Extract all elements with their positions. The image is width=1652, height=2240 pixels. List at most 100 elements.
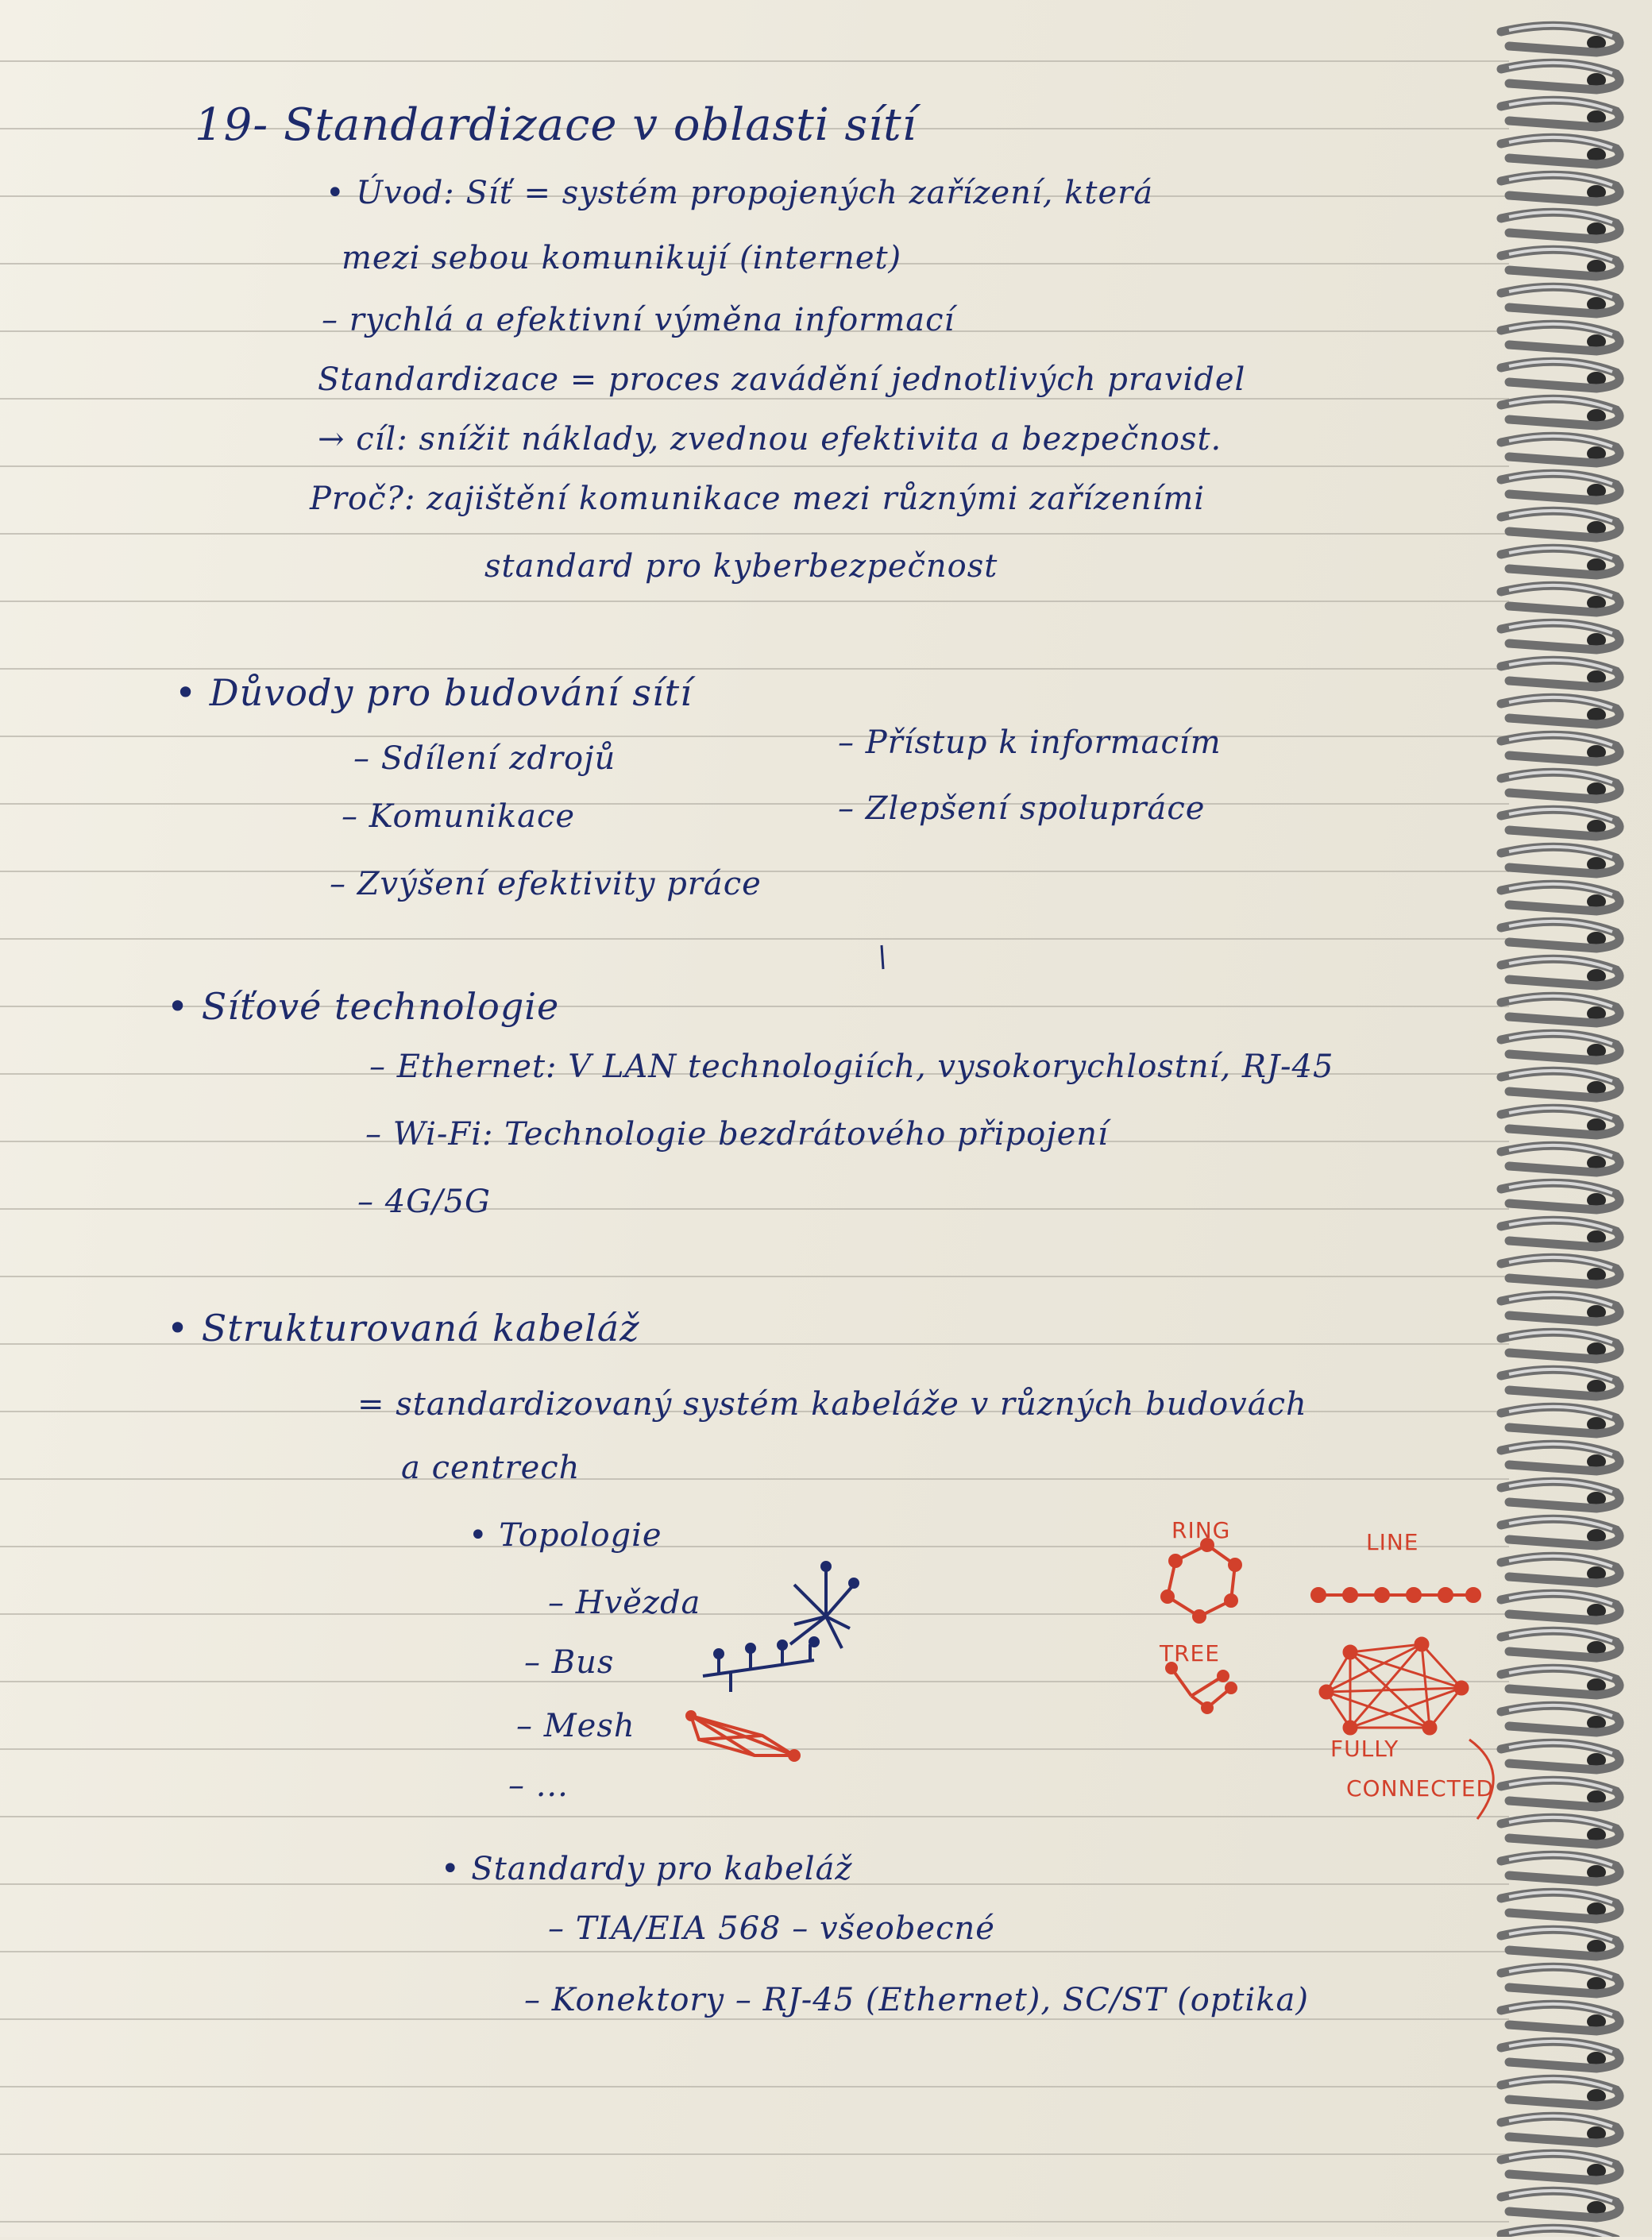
spiral-ring xyxy=(1496,245,1624,281)
spiral-ring xyxy=(1496,58,1624,95)
standards-item: – Konektory – RJ-45 (Ethernet), SC/ST (o… xyxy=(524,1982,1309,2018)
spiral-ring xyxy=(1496,543,1624,580)
intro-line-5: → cíl: snížit náklady, zvednou efektivit… xyxy=(318,421,1222,458)
spiral-ring xyxy=(1496,1477,1624,1513)
ruled-line xyxy=(0,938,1509,940)
ruled-line xyxy=(0,1411,1509,1412)
spiral-ring xyxy=(1496,991,1624,1028)
ruled-line xyxy=(0,2086,1509,2087)
ruled-line xyxy=(0,128,1509,129)
cabling-definition-1: = standardizovaný systém kabeláže v různ… xyxy=(357,1386,1307,1423)
spiral-ring xyxy=(1496,1253,1624,1289)
spiral-ring xyxy=(1496,655,1624,692)
spiral-ring xyxy=(1496,357,1624,393)
spiral-ring xyxy=(1496,693,1624,729)
standards-item: – TIA/EIA 568 – všeobecné xyxy=(548,1910,995,1947)
reason-item: – Přístup k informacím xyxy=(838,724,1222,761)
reason-item: – Komunikace xyxy=(342,798,576,835)
ruled-line xyxy=(0,871,1509,872)
reason-item: – Zvýšení efektivity práce xyxy=(330,866,762,902)
spiral-ring xyxy=(1496,1589,1624,1625)
ruled-line xyxy=(0,533,1509,535)
spiral-ring xyxy=(1496,1178,1624,1215)
ruled-line xyxy=(0,465,1509,467)
spiral-ring xyxy=(1496,1066,1624,1103)
spiral-ring xyxy=(1496,431,1624,468)
spiral-ring xyxy=(1496,319,1624,356)
spiral-ring xyxy=(1496,1701,1624,1737)
spiral-ring xyxy=(1496,133,1624,169)
intro-line-1: • Úvod: Síť = systém propojených zařízen… xyxy=(326,175,1154,211)
ruled-line xyxy=(0,601,1509,602)
cabling-definition-2: a centrech xyxy=(401,1450,581,1486)
spiral-ring xyxy=(1496,1738,1624,1775)
spiral-ring xyxy=(1496,2111,1624,2148)
spiral-ring xyxy=(1496,2186,1624,2223)
topology-heading: • Topologie xyxy=(469,1517,662,1554)
spiral-ring xyxy=(1496,95,1624,132)
reason-item: – Sdílení zdrojů xyxy=(353,740,616,777)
ruled-line xyxy=(0,1613,1509,1615)
spiral-ring xyxy=(1496,1887,1624,1924)
spiral-ring xyxy=(1496,618,1624,655)
spiral-ring xyxy=(1496,1402,1624,1439)
ruled-line xyxy=(0,1816,1509,1817)
spiral-ring xyxy=(1496,21,1624,57)
spiral-ring xyxy=(1496,2149,1624,2185)
spiral-ring xyxy=(1496,1850,1624,1887)
spiral-ring xyxy=(1496,1029,1624,1065)
spiral-ring xyxy=(1496,1290,1624,1327)
spiral-ring xyxy=(1496,1925,1624,1961)
ruled-line xyxy=(0,1681,1509,1682)
intro-line-2: mezi sebou komunikují (internet) xyxy=(342,240,902,276)
page-title: 19- Standardizace v oblasti sítí xyxy=(195,99,917,151)
ruled-line xyxy=(0,1883,1509,1885)
ruled-line xyxy=(0,2018,1509,2020)
spiral-ring xyxy=(1496,1327,1624,1364)
ruled-line xyxy=(0,1208,1509,1210)
topology-item-more: – ... xyxy=(508,1767,569,1804)
ruled-line xyxy=(0,1951,1509,1952)
spiral-ring xyxy=(1496,506,1624,543)
spiral-ring xyxy=(1496,730,1624,767)
ruled-line xyxy=(0,668,1509,670)
standards-heading: • Standardy pro kabeláž xyxy=(441,1851,853,1887)
spiral-ring xyxy=(1496,954,1624,991)
ruled-line xyxy=(0,1141,1509,1142)
technology-item: – Ethernet: V LAN technologiích, vysokor… xyxy=(369,1049,1334,1085)
spiral-binding xyxy=(1477,0,1652,2240)
spiral-ring xyxy=(1496,1439,1624,1476)
red-label-fully: FULLY xyxy=(1330,1736,1399,1762)
spiral-ring xyxy=(1496,207,1624,244)
spiral-ring xyxy=(1496,282,1624,319)
spiral-ring xyxy=(1496,1215,1624,1252)
cabling-heading: • Strukturovaná kabeláž xyxy=(167,1307,640,1350)
ruled-line xyxy=(0,330,1509,332)
red-label-tree: TREE xyxy=(1160,1640,1220,1666)
spiral-ring xyxy=(1496,1103,1624,1140)
reason-item: – Zlepšení spolupráce xyxy=(838,790,1206,827)
ruled-line xyxy=(0,1546,1509,1547)
spiral-ring xyxy=(1496,842,1624,879)
spiral-ring xyxy=(1496,879,1624,916)
red-label-connected: CONNECTED xyxy=(1346,1775,1495,1802)
spiral-ring xyxy=(1496,1514,1624,1551)
technology-item: – Wi-Fi: Technologie bezdrátového připoj… xyxy=(365,1116,1109,1153)
spiral-ring xyxy=(1496,2074,1624,2111)
ruled-line xyxy=(0,60,1509,62)
intro-line-7: standard pro kyberbezpečnost xyxy=(484,548,998,585)
topology-item-mesh: – Mesh xyxy=(516,1708,635,1744)
reasons-heading: • Důvody pro budování sítí xyxy=(175,671,693,714)
ruled-line xyxy=(0,398,1509,400)
ruled-line xyxy=(0,1748,1509,1750)
ruled-line xyxy=(0,736,1509,737)
technologies-heading: • Síťové technologie xyxy=(167,985,560,1028)
topology-item-star: – Hvězda xyxy=(548,1585,701,1621)
spiral-ring xyxy=(1496,1663,1624,1700)
spiral-rings xyxy=(1496,21,1624,2240)
spiral-ring xyxy=(1496,1626,1624,1663)
spiral-ring xyxy=(1496,1141,1624,1177)
spiral-ring xyxy=(1496,170,1624,207)
spiral-ring xyxy=(1496,1551,1624,1588)
